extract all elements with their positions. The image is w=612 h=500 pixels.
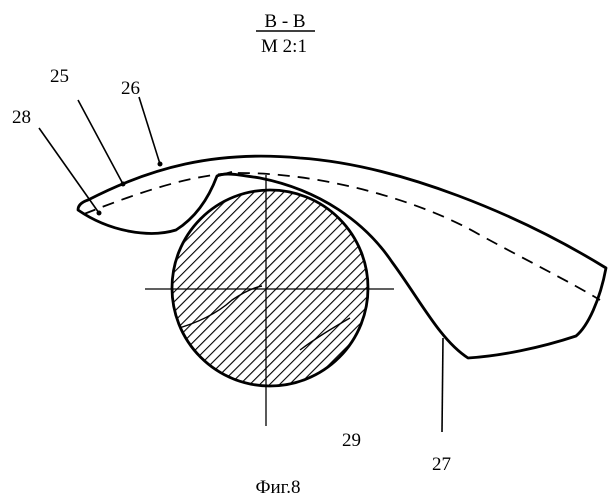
section-title: В - В	[264, 11, 305, 32]
label-27: 27	[432, 454, 451, 475]
label-28: 28	[12, 107, 31, 128]
scale-label: М 2:1	[261, 36, 307, 57]
rod-section	[172, 190, 368, 386]
figure-caption: Фиг.8	[255, 477, 300, 498]
label-25: 25	[50, 66, 69, 87]
label-26: 26	[121, 78, 140, 99]
leader-dots	[97, 162, 163, 216]
label-29: 29	[342, 430, 361, 451]
